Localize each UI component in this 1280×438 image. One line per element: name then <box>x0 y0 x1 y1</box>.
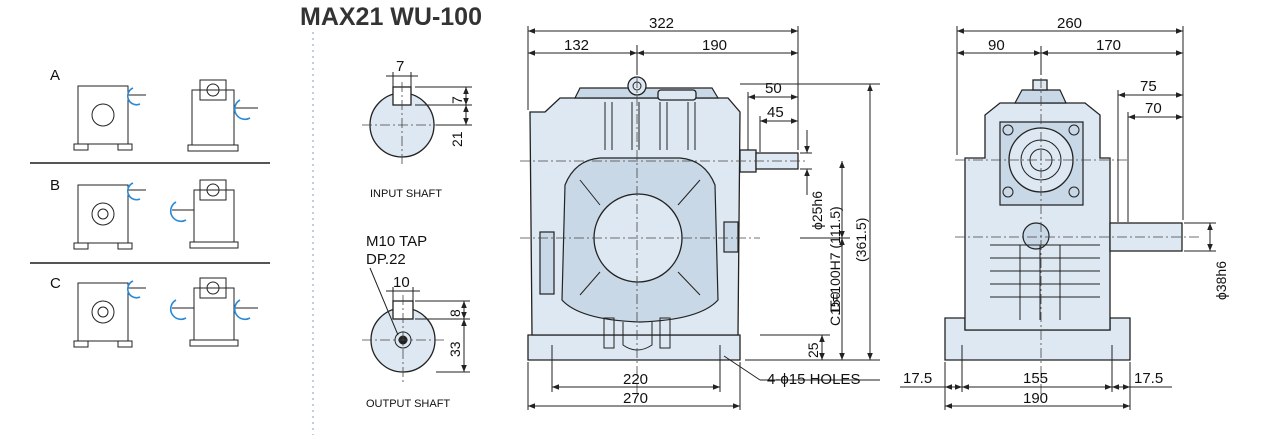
front-shaft-height: 150 <box>827 291 843 315</box>
input-key-width: 7 <box>396 58 404 75</box>
front-center-distance: C.D=100H7 (111.5) <box>827 206 843 326</box>
front-base-length: 270 <box>623 390 648 407</box>
mount-label-b: B <box>50 177 60 194</box>
page-title: MAX21 WU-100 <box>300 3 482 31</box>
side-view-dimensions: 260 90 170 75 70 ϕ38h6 17.5 155 17.5 190 <box>900 15 1229 410</box>
output-center-height: 33 <box>447 341 463 357</box>
mount-label-c: C <box>50 275 61 292</box>
mount-c-front-icon <box>73 280 146 348</box>
front-hole-pitch: 220 <box>623 371 648 388</box>
output-shaft-caption: OUTPUT SHAFT <box>366 398 450 410</box>
input-shaft-detail: 7 7 21 INPUT SHAFT <box>362 58 472 200</box>
output-shaft-detail: M10 TAP DP.22 10 8 33 OUTPUT SHAFT <box>362 233 470 410</box>
side-edge-left: 17.5 <box>903 370 932 387</box>
output-key-width: 10 <box>393 274 410 291</box>
mount-a-side-icon <box>187 79 258 152</box>
front-input-shaft-dia: ϕ25h6 <box>809 191 825 230</box>
tap-line-1: M10 TAP <box>366 233 427 250</box>
side-shaft-key-length: 70 <box>1145 100 1162 117</box>
mount-options-panel: A B C <box>30 67 270 348</box>
input-center-height: 21 <box>449 131 465 147</box>
side-shaft-projection: 75 <box>1140 78 1157 95</box>
side-overall-width: 260 <box>1057 15 1082 32</box>
front-view-gearbox <box>520 60 805 395</box>
input-shaft-caption: INPUT SHAFT <box>370 188 442 200</box>
side-base-width: 190 <box>1023 390 1048 407</box>
mount-b-side-icon <box>169 179 239 249</box>
side-view-gearbox <box>944 60 1200 395</box>
side-edge-right: 17.5 <box>1134 370 1163 387</box>
tap-line-2: DP.22 <box>366 251 406 268</box>
front-right-length: 190 <box>702 37 727 54</box>
front-view-dimensions: 322 132 190 50 45 ϕ25h6 C.D=100H7 (111.5… <box>527 15 880 410</box>
front-shaft-projection: 50 <box>765 80 782 97</box>
mount-a-front-icon <box>73 85 146 151</box>
front-overall-height: (361.5) <box>853 218 869 262</box>
front-holes-note: 4-ϕ15 HOLES <box>767 371 860 388</box>
side-output-shaft-dia: ϕ38h6 <box>1213 261 1229 300</box>
front-overall-length: 322 <box>649 15 674 32</box>
front-left-length: 132 <box>564 37 589 54</box>
mount-label-a: A <box>50 67 60 84</box>
output-key-depth: 8 <box>447 309 463 317</box>
mount-c-side-icon <box>169 277 258 347</box>
mount-b-front-icon <box>73 182 146 250</box>
side-left-width: 90 <box>988 37 1005 54</box>
side-hole-pitch: 155 <box>1023 370 1048 387</box>
side-right-width: 170 <box>1096 37 1121 54</box>
front-shaft-key-length: 45 <box>767 104 784 121</box>
input-key-depth: 7 <box>449 96 465 104</box>
front-base-thickness: 25 <box>805 342 821 358</box>
